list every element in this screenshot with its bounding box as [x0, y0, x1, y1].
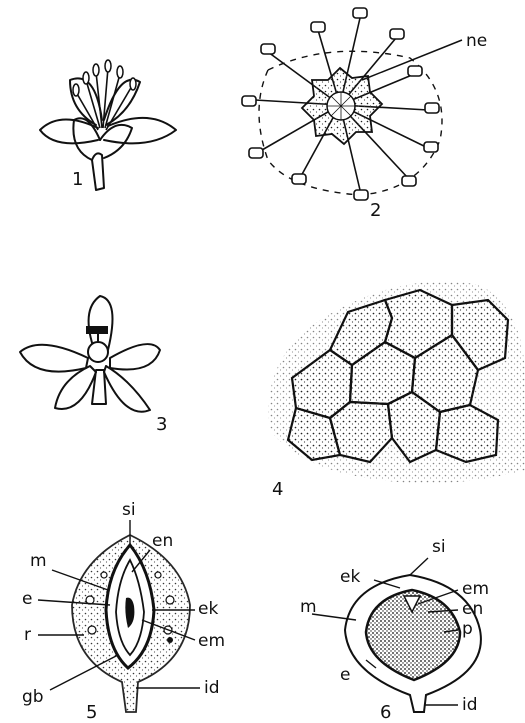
- figure-2-flower-top: [242, 8, 462, 200]
- fig5-label-en: en: [152, 531, 173, 551]
- label-ne: ne: [466, 31, 487, 51]
- figure-5-seed-section: [38, 520, 200, 712]
- fig6-label-p: p: [462, 619, 473, 639]
- fig5-label-m: m: [30, 551, 47, 571]
- figure-4-cell-network: [269, 282, 525, 484]
- figure-number-2: 2: [370, 200, 381, 221]
- fig6-label-en: en: [462, 599, 483, 619]
- fig5-label-si: si: [122, 500, 136, 520]
- fig6-label-m: m: [300, 597, 317, 617]
- figure-number-3: 3: [156, 414, 167, 435]
- fig5-label-e: e: [22, 589, 32, 609]
- figure-6-seed-section: [312, 558, 481, 712]
- fig5-label-gb: gb: [22, 687, 44, 707]
- figure-number-5: 5: [86, 702, 97, 723]
- fig6-label-ek: ek: [340, 567, 360, 587]
- figure-number-6: 6: [380, 702, 391, 723]
- fig5-label-em: em: [198, 631, 225, 651]
- fig6-label-si: si: [432, 537, 446, 557]
- fig5-label-ek: ek: [198, 599, 218, 619]
- fig6-label-id: id: [462, 695, 478, 715]
- figure-1-flower-side: [40, 60, 176, 190]
- figure-number-4: 4: [272, 479, 283, 500]
- fig5-label-id: id: [204, 678, 220, 698]
- figure-3-flower: [20, 296, 160, 412]
- fig6-label-em: em: [462, 579, 489, 599]
- fig5-label-r: r: [24, 625, 31, 645]
- fig6-label-e: e: [340, 665, 350, 685]
- figure-number-1: 1: [72, 169, 83, 190]
